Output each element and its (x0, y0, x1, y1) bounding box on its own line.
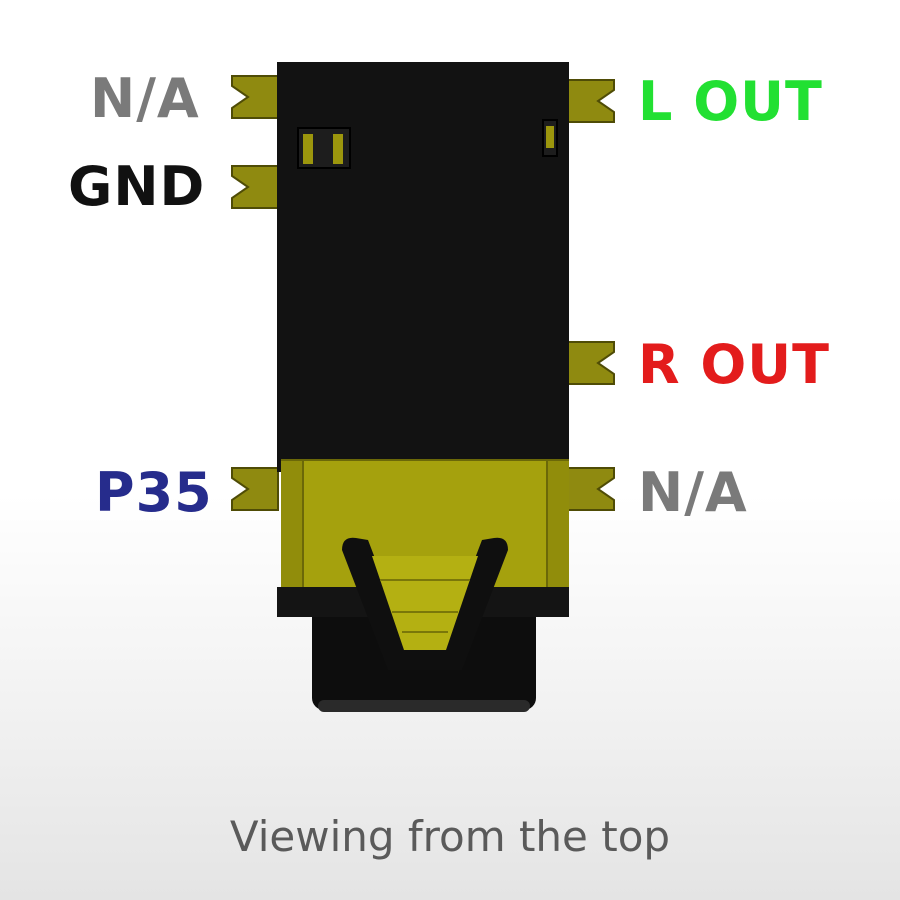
label-na-top-left: N/A (90, 67, 200, 130)
plug-opening (342, 537, 508, 670)
caption: Viewing from the top (229, 812, 671, 861)
pin-r-out-right (567, 341, 615, 385)
pin-l-out-right (567, 79, 615, 123)
label-r-out: R OUT (638, 333, 830, 396)
label-l-out: L OUT (638, 70, 823, 133)
label-gnd: GND (68, 155, 206, 218)
top-slot-left (297, 127, 351, 169)
pin-na-top-left (231, 75, 279, 119)
jack-front-shell (281, 459, 569, 590)
pin-p35-left (231, 467, 279, 511)
label-na-bottom-right: N/A (638, 461, 748, 524)
top-slot-right (542, 119, 558, 157)
label-p35: P35 (95, 461, 213, 524)
jack-body (277, 62, 569, 472)
pin-gnd-left (231, 165, 279, 209)
pin-na-bottom-right (567, 467, 615, 511)
